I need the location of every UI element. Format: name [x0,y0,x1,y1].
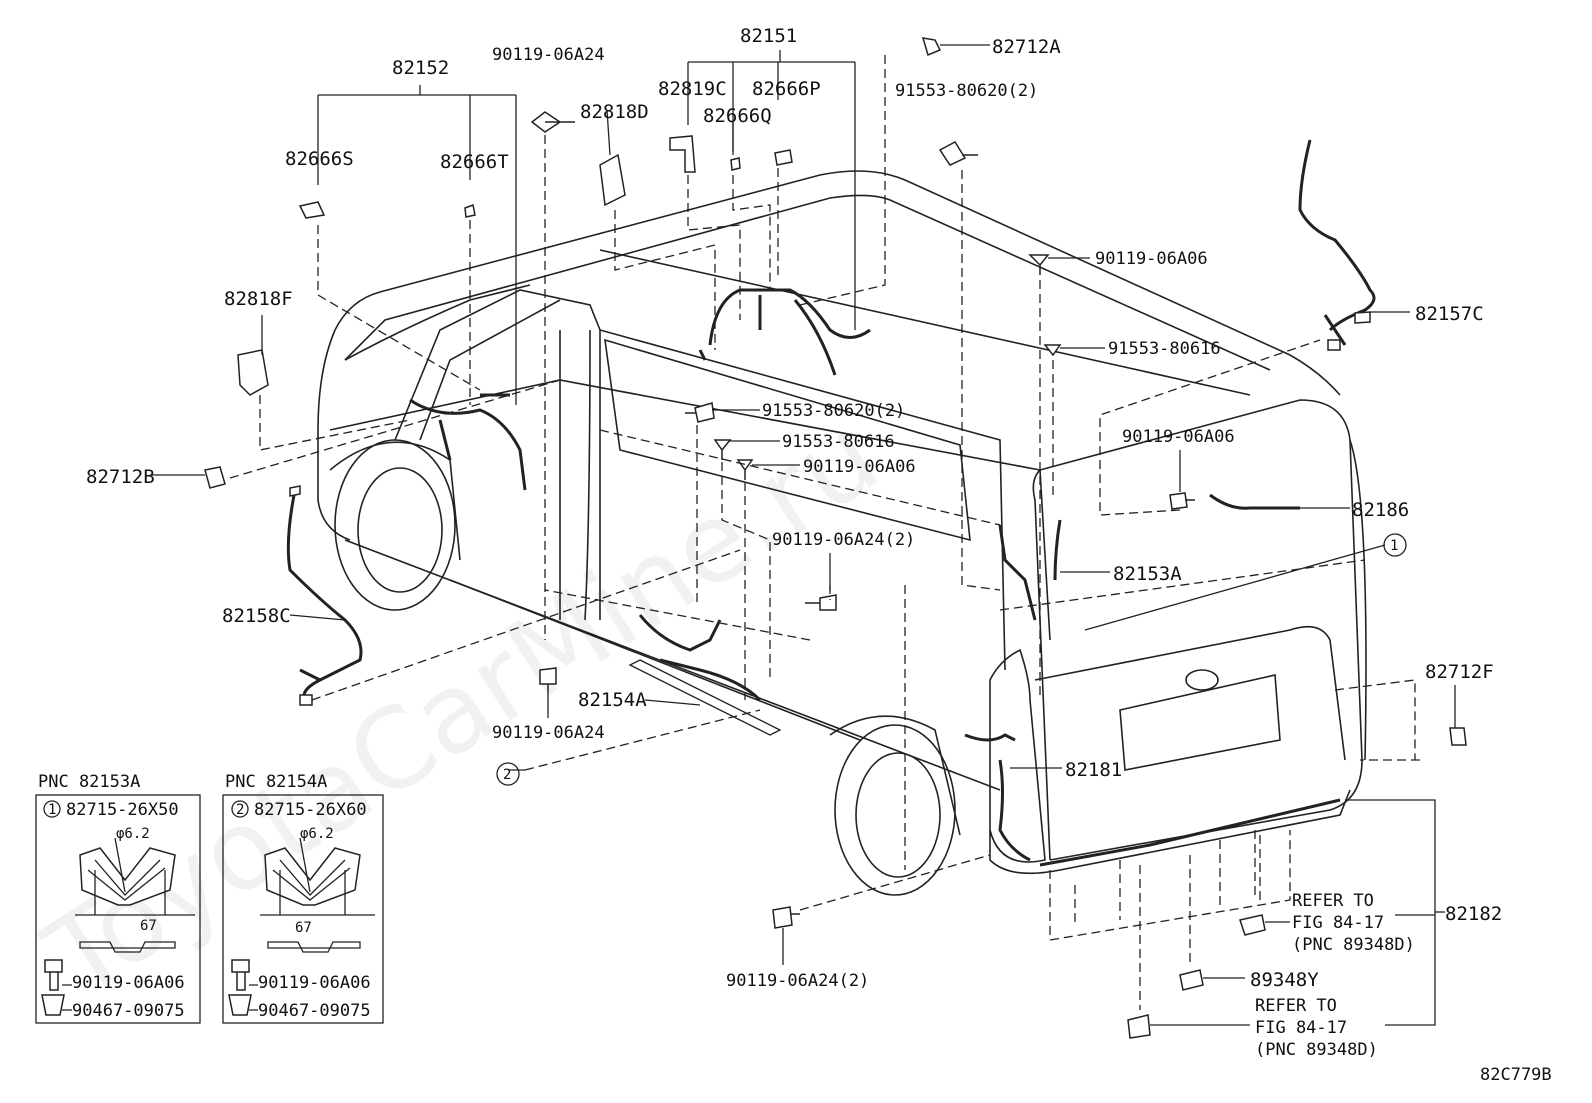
label-90119-06A24-2b: 90119-06A24(2) [726,971,869,991]
label-82712A: 82712A [992,36,1061,58]
label-82666Q: 82666Q [703,105,772,127]
label-91553-80616-a: 91553-80616 [1108,339,1221,359]
harness-82182 [1039,798,1341,867]
inset2-dia: φ6.2 [300,826,334,842]
svg-text:2: 2 [236,802,244,818]
label-82666T: 82666T [440,151,509,173]
inset-pnc-82154A: PNC 82154A 2 82715-26X60 φ6.2 67 90119-0… [222,772,384,1024]
refer2-line1: REFER TO [1255,996,1337,1016]
label-82151: 82151 [740,25,797,47]
part-labels: 82151 82152 82712A 82712B 82712F 82819C … [86,25,1552,1085]
harness-82181 [964,733,1031,862]
label-90119-06A06-a: 90119-06A06 [1095,249,1208,269]
harness-82153A [998,519,1062,621]
inset1-dia: φ6.2 [116,826,150,842]
label-90119-06A06-c: 90119-06A06 [1122,427,1235,447]
label-90119-06A24-top: 90119-06A24 [492,45,605,65]
label-90119-06A24-2a: 90119-06A24(2) [772,530,915,550]
label-82818D: 82818D [580,101,649,123]
label-82152: 82152 [392,57,449,79]
inset1-bolt: 90119-06A06 [72,973,185,993]
van-body [317,170,1367,896]
refer1-line1: REFER TO [1292,891,1374,911]
label-82666P: 82666P [752,78,821,100]
inset1-dim: 67 [140,918,157,934]
refer2-line3: (PNC 89348D) [1255,1040,1378,1060]
label-82712B: 82712B [86,466,155,488]
figure-code: 82C779B [1480,1065,1552,1085]
inset2-title: PNC 82154A [225,772,327,792]
label-82153A: 82153A [1113,563,1182,585]
label-91553-80620-mid: 91553-80620(2) [762,401,905,421]
label-89348Y: 89348Y [1250,969,1319,991]
inset1-part: 82715-26X50 [66,800,179,820]
svg-text:1: 1 [48,802,56,818]
harness-82152 [409,393,527,491]
harness-82186 [1209,493,1300,510]
label-82818F: 82818F [224,288,293,310]
inset2-part: 82715-26X60 [254,800,367,820]
label-82181: 82181 [1065,759,1122,781]
refer2-line2: FIG 84-17 [1255,1018,1347,1038]
svg-text:1: 1 [1390,538,1398,554]
label-82712F: 82712F [1425,661,1494,683]
harness-82154A [628,614,782,736]
label-90119-06A24-bottom: 90119-06A24 [492,723,605,743]
refer1-line3: (PNC 89348D) [1292,935,1415,955]
inset1-title: PNC 82153A [38,772,140,792]
callout-2: 2 [496,762,520,786]
label-91553-80616-b: 91553-80616 [782,432,895,452]
label-82186: 82186 [1352,499,1409,521]
harness-82157C [1298,139,1376,346]
label-82666S: 82666S [285,148,354,170]
label-82157C: 82157C [1415,303,1484,325]
inset2-dim: 67 [295,920,312,936]
label-82819C: 82819C [658,78,727,100]
leader-lines [150,44,1456,1026]
small-parts [204,37,1467,1039]
label-90119-06A06-b: 90119-06A06 [803,457,916,477]
inset1-clip: 90467-09075 [72,1001,185,1021]
svg-text:2: 2 [503,767,511,783]
inset-pnc-82153A: PNC 82153A 1 82715-26X50 φ6.2 67 90119-0… [35,772,201,1024]
label-82158C: 82158C [222,605,291,627]
label-91553-80620-top: 91553-80620(2) [895,81,1038,101]
label-82154A: 82154A [578,689,647,711]
harness-82151 [698,288,871,376]
inset2-bolt: 90119-06A06 [258,973,371,993]
callout-1: 1 [1383,533,1407,557]
inset2-clip: 90467-09075 [258,1001,371,1021]
refer1-line2: FIG 84-17 [1292,913,1384,933]
label-82182: 82182 [1445,903,1502,925]
harness-82158C [286,489,363,701]
